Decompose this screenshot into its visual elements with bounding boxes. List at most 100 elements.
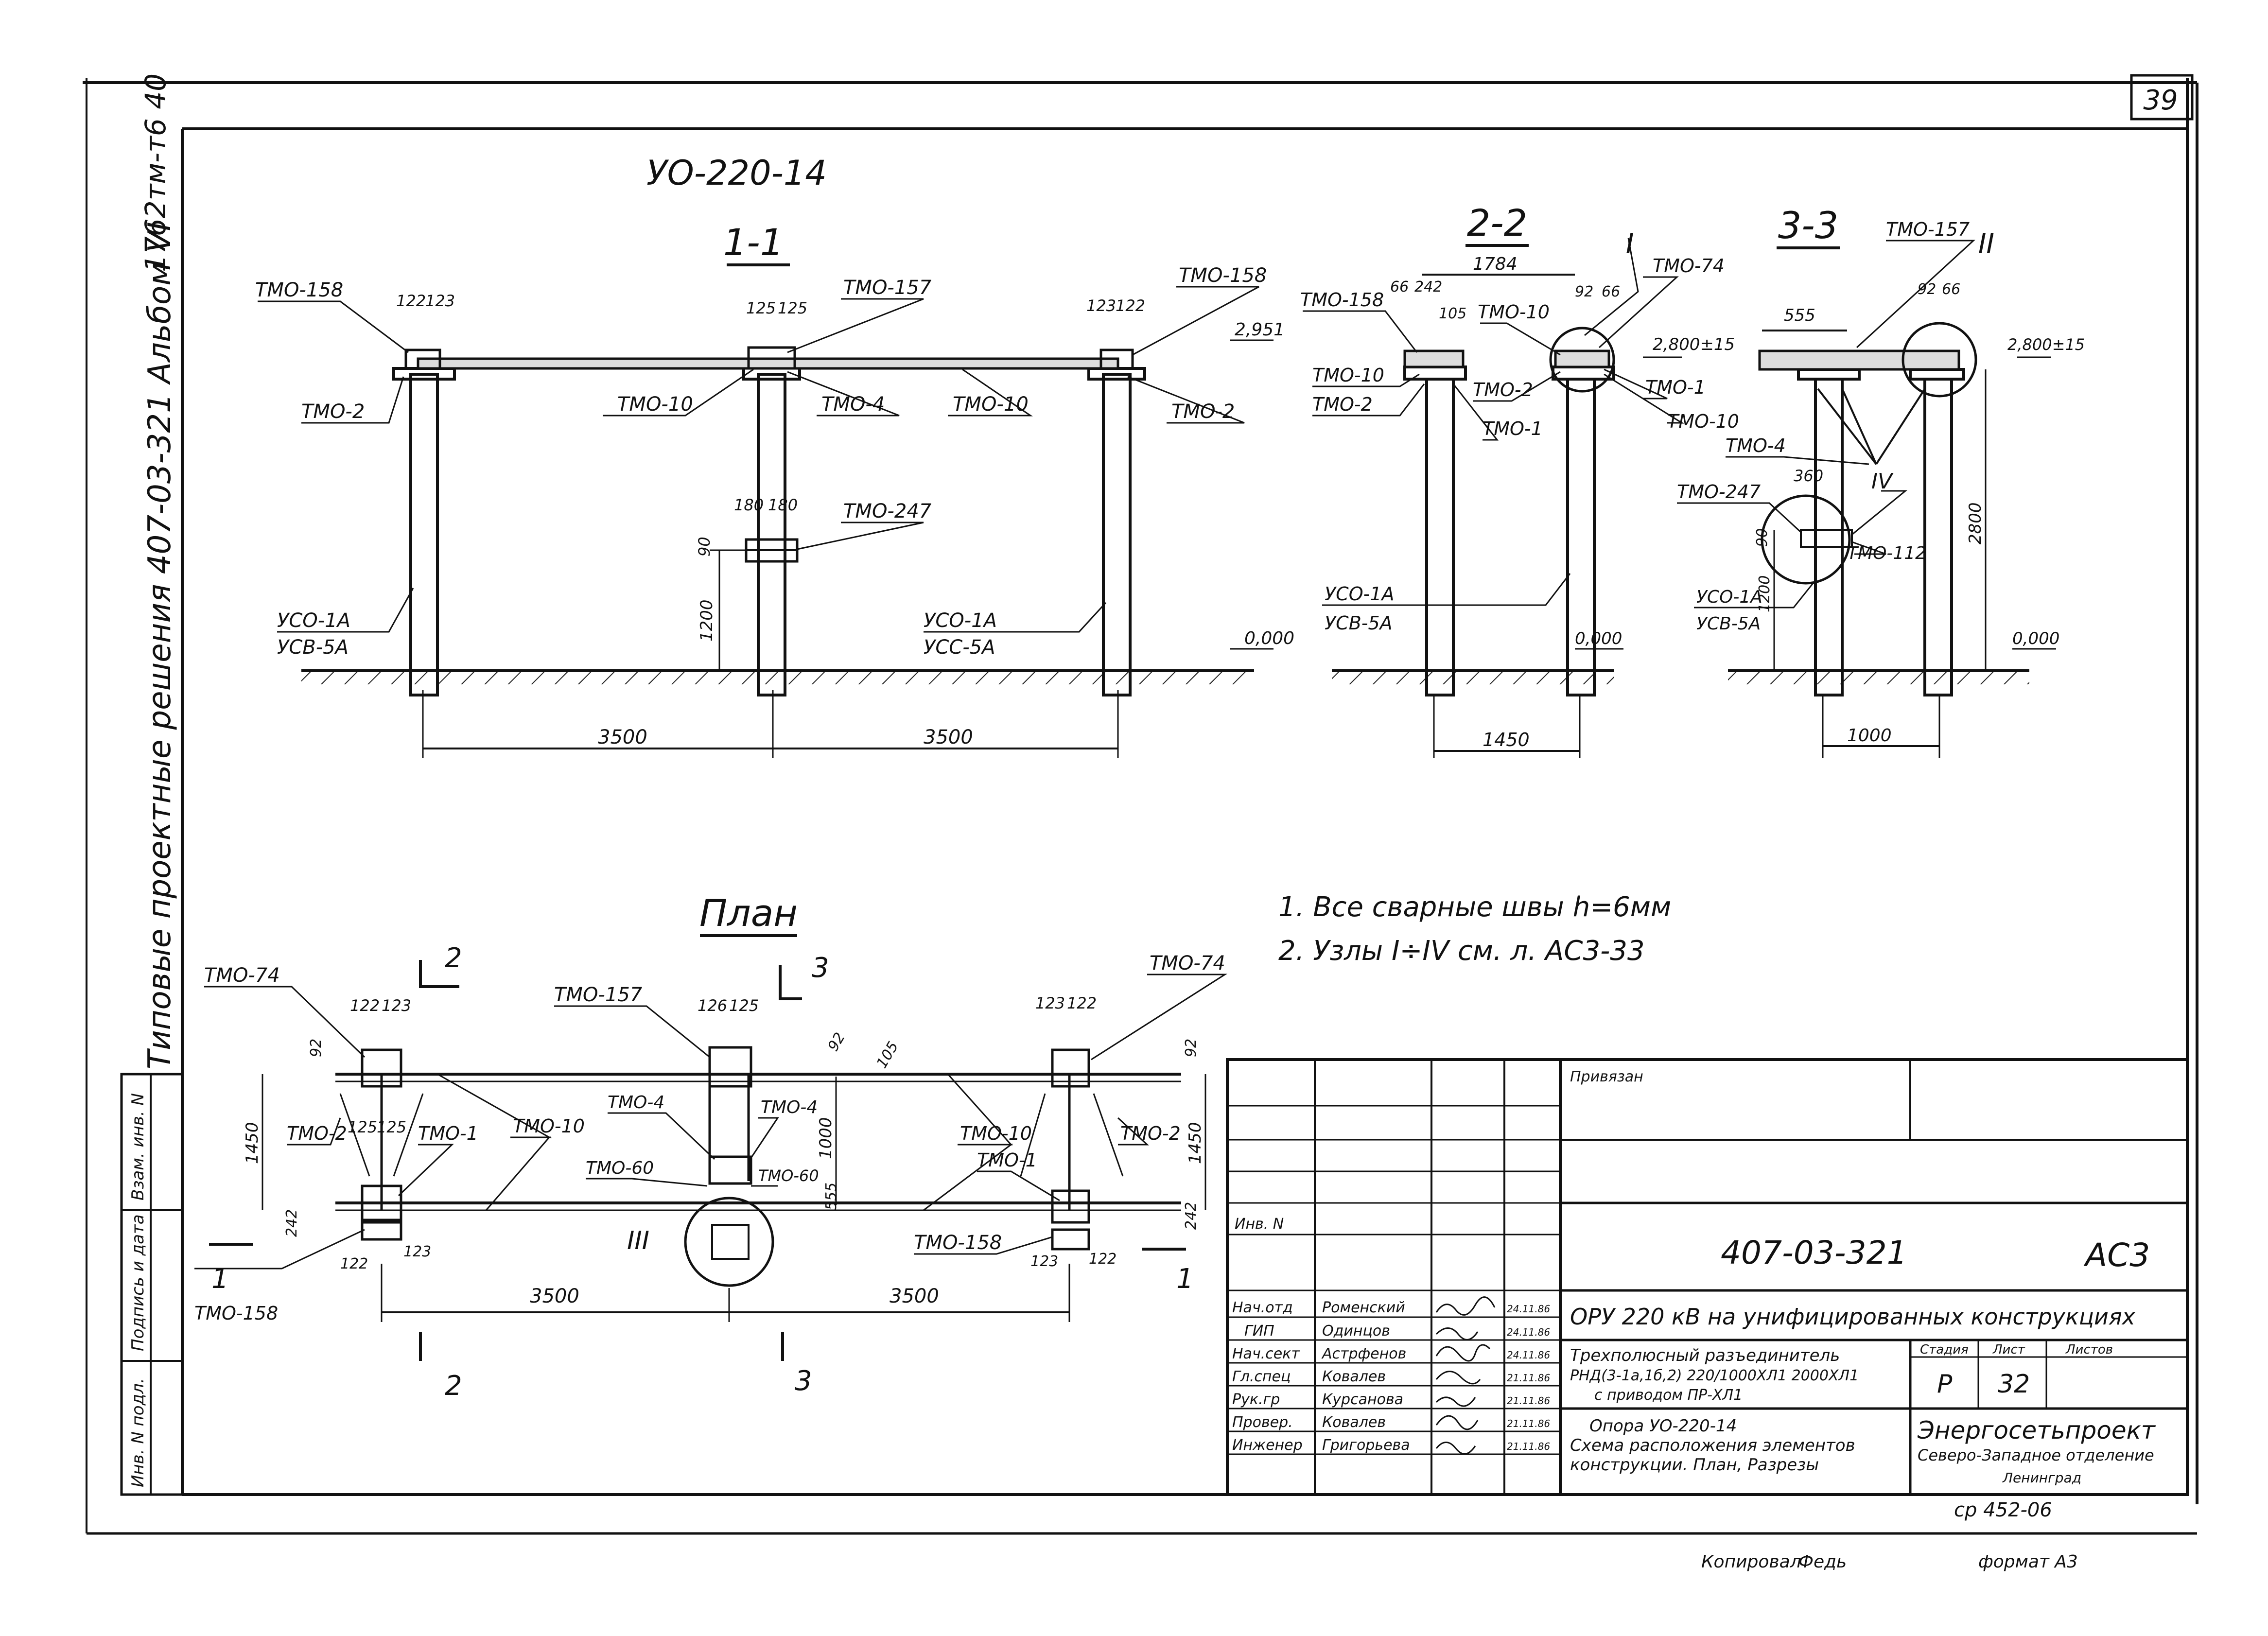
dim-180r-1: 180	[768, 496, 798, 514]
label-tmo10c-2: ТМО-10	[1667, 411, 1739, 432]
tb-org-name: Энергосетьпроект	[1917, 1416, 2156, 1445]
dim-92-3: 92	[1918, 281, 1936, 298]
label-tmo2l-p: ТМО-2	[287, 1123, 347, 1144]
stamp-orig-inv: Инв. N подл.	[128, 1378, 148, 1487]
staff-role-2: Нач.сект	[1232, 1345, 1300, 1362]
label-tmo4-1: ТМО-4	[821, 393, 885, 416]
tb-equipment-line-2: РНД(3-1а,1б,2) 220/1000ХЛ1 2000ХЛ1	[1570, 1367, 1859, 1384]
left-stamp	[120, 1073, 184, 1496]
label-tmo10l-1: ТМО-10	[617, 393, 693, 416]
tracer-label: Копировал	[1701, 1552, 1801, 1572]
dim-123r-1: 123	[1086, 296, 1116, 315]
tb-inv-no: Инв. N	[1235, 1216, 1284, 1233]
staff-role-3: Гл.спец	[1232, 1368, 1291, 1385]
dim-92l-p: 92	[308, 1039, 325, 1057]
label-tmo2b-2: ТМО-2	[1473, 379, 1533, 400]
label-tmo1b-2: ТМО-1	[1645, 377, 1706, 398]
dim-125b-p: 125	[348, 1118, 377, 1136]
dim-123l-1: 123	[425, 292, 455, 310]
ground-hatch	[301, 671, 1254, 684]
label-usv-2: УСВ-5А	[1325, 612, 1393, 634]
label-tmo4b-p: ТМО-4	[761, 1097, 818, 1117]
dim-90-1: 90	[695, 537, 714, 557]
column-middle	[757, 373, 786, 696]
section-3-3-title: 3-3	[1778, 204, 1838, 247]
tb-doc-number: 407-03-321	[1721, 1234, 1907, 1271]
label-tmo10b-2: ТМО-10	[1312, 365, 1384, 386]
dim-105-p: 105	[873, 1039, 902, 1071]
label-tmo10r-1: ТМО-10	[953, 393, 1029, 416]
dim-555-p: 555	[823, 1183, 840, 1210]
staff-role-1: ГИП	[1244, 1323, 1274, 1340]
tb-drawing-line-1: Опора УО-220-14	[1589, 1416, 1737, 1436]
dim-122a-p: 122	[350, 996, 380, 1015]
tb-sheet-header: Лист	[1992, 1342, 2025, 1357]
staff-name-6: Григорьева	[1322, 1437, 1410, 1454]
dim-125l-1: 125	[746, 299, 776, 317]
dim-92r-p: 92	[1183, 1039, 1200, 1057]
dim-66-2: 66	[1390, 278, 1409, 296]
plan-title: План	[699, 891, 798, 935]
dim-123c-p: 123	[403, 1243, 431, 1260]
dim-122b-p: 122	[1067, 994, 1097, 1012]
staff-date-1: 24.11.86	[1507, 1326, 1550, 1338]
beam-1-1	[417, 357, 1119, 370]
cut-1-left: 1	[211, 1263, 229, 1295]
dim-126-p: 126	[698, 996, 727, 1015]
staff-role-4: Рук.гр	[1232, 1391, 1280, 1408]
label-tmo74l-p: ТМО-74	[204, 964, 280, 987]
cut-1-right: 1	[1176, 1263, 1194, 1295]
section-3-3: 3-3	[1677, 204, 2056, 758]
dim-92-2: 92	[1575, 283, 1593, 300]
tb-project-title: ОРУ 220 кВ на унифицированных конструкци…	[1570, 1304, 2136, 1330]
staff-name-4: Курсанова	[1322, 1391, 1403, 1408]
dim-125c-p: 125	[377, 1118, 406, 1136]
section-2-2-title: 2-2	[1467, 201, 1527, 244]
tb-drawing-line-3: конструкции. План, Разрезы	[1570, 1455, 1819, 1475]
label-tmo4a-p: ТМО-4	[608, 1093, 664, 1113]
label-uso-3: УСО-1А	[1696, 587, 1762, 607]
side-title: Типовые проектные решения 407-03-321 Аль…	[142, 222, 178, 1070]
label-uso-right: УСО-1А	[924, 609, 997, 632]
label-tmo2a-2: ТМО-2	[1312, 394, 1373, 415]
label-tmo1a-2: ТМО-1	[1483, 418, 1543, 439]
staff-date-5: 21.11.86	[1507, 1418, 1550, 1429]
label-tmo74r-p: ТМО-74	[1150, 952, 1225, 975]
label-tmo60a-p: ТМО-60	[586, 1158, 654, 1178]
tb-equipment-line-1: Трехполюсный разъединитель	[1570, 1346, 1840, 1365]
plan-view: План	[194, 891, 1228, 1361]
label-tmo10a-2: ТМО-10	[1478, 301, 1550, 323]
dim-span-2: 1450	[1483, 729, 1530, 750]
dim-122d-p: 122	[1089, 1251, 1117, 1268]
staff-date-0: 24.11.86	[1507, 1303, 1550, 1315]
cut-3-top: 3	[812, 952, 829, 984]
column-left	[409, 373, 439, 696]
label-tmo157-1: ТМО-157	[843, 277, 932, 299]
label-tmo1l-p: ТМО-1	[418, 1123, 478, 1144]
tb-attached: Привязан	[1570, 1068, 1643, 1085]
cut-2-bottom: 2	[445, 1370, 462, 1402]
dim-span-right-p: 3500	[890, 1285, 939, 1307]
staff-date-3: 21.11.86	[1507, 1372, 1550, 1384]
dim-1450l-p: 1450	[243, 1122, 262, 1164]
label-tmo247-1: ТМО-247	[843, 500, 932, 522]
label-tmo2r-p: ТМО-2	[1120, 1123, 1181, 1144]
label-tmo157-3: ТМО-157	[1886, 219, 1970, 240]
dim-242-2: 242	[1414, 278, 1442, 296]
level-2800-2: 2,800±15	[1653, 335, 1735, 354]
label-usv-right: УСС-5А	[924, 636, 995, 659]
label-tmo247-3: ТМО-247	[1677, 481, 1761, 503]
label-usv-left: УСВ-5А	[277, 636, 349, 659]
level-ground-3: 0,000	[2012, 629, 2059, 648]
staff-date-6: 21.11.86	[1507, 1441, 1550, 1452]
node-IV-label: IV	[1871, 469, 1894, 494]
label-tmo158r-1: ТМО-158	[1179, 264, 1267, 287]
dim-180l-1: 180	[734, 496, 764, 514]
dim-122r-1: 122	[1116, 296, 1145, 315]
dim-90-3: 90	[1754, 528, 1771, 547]
dim-123d-p: 123	[1030, 1253, 1058, 1270]
label-tmo2r-1: ТМО-2	[1171, 400, 1235, 423]
dim-66-3: 66	[1942, 281, 1960, 298]
dim-92m-p: 92	[825, 1029, 849, 1054]
